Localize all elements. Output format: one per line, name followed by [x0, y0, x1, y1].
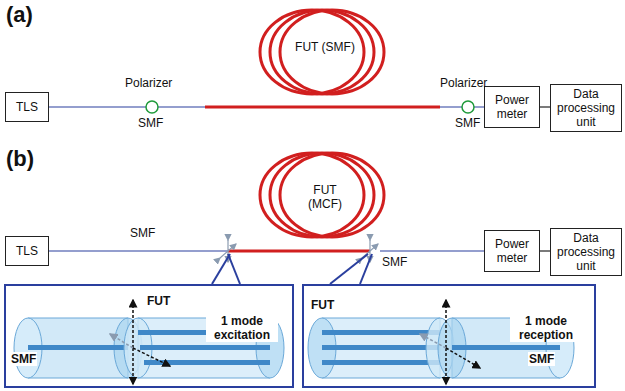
fiber-coil: FUT (MCF)	[270, 153, 380, 254]
instrument-box: Power meter	[484, 230, 540, 272]
alignment-arrows	[220, 240, 378, 262]
processing-box: Data processing unit	[550, 84, 622, 132]
fut-coil-a	[205, 10, 440, 107]
optical-fiber	[380, 250, 484, 251]
inset-panel: FUT 1 mode receptionSMF	[302, 284, 596, 388]
fut-coil-b	[228, 153, 384, 251]
node-label: Data processing unit	[554, 231, 618, 273]
node-label: Power meter	[490, 93, 534, 121]
panel-letter: (a)	[6, 2, 33, 28]
node-label: TLS	[16, 244, 38, 258]
signal-cable	[540, 106, 550, 107]
part-label: SMF	[382, 255, 407, 269]
excitation-illustration	[14, 300, 284, 384]
inset-panel: FUT SMF 1 mode excitation	[4, 284, 294, 388]
signal-cable	[540, 250, 550, 251]
instrument-box: Power meter	[484, 86, 540, 128]
inset-label: 1 mode excitation	[206, 314, 278, 342]
inset-label: FUT	[146, 294, 171, 308]
inset-label: SMF	[528, 352, 555, 366]
source-box: TLS	[5, 92, 49, 122]
node-label: TLS	[16, 100, 38, 114]
panel-letter: (b)	[6, 146, 34, 172]
part-label: SMF	[138, 116, 163, 130]
processing-box: Data processing unit	[550, 228, 622, 276]
node-label: FUT (SMF)	[295, 40, 355, 54]
inset-label: SMF	[10, 352, 37, 366]
node-label: FUT (MCF)	[295, 183, 355, 211]
part-label: Polarizer	[125, 76, 172, 90]
part-label: Polarizer	[440, 76, 487, 90]
inset-leaders	[212, 254, 372, 284]
fiber-coil: FUT (SMF)	[270, 10, 380, 110]
inset-label: 1 mode reception	[510, 314, 582, 342]
reception-illustration	[308, 300, 574, 384]
node-label: Power meter	[490, 237, 534, 265]
part-label: SMF	[130, 226, 155, 240]
source-box: TLS	[5, 236, 49, 266]
inset-label: FUT	[310, 298, 335, 312]
node-label: Data processing unit	[554, 87, 618, 129]
part-label: SMF	[455, 116, 480, 130]
polarizer-symbols	[146, 101, 474, 113]
